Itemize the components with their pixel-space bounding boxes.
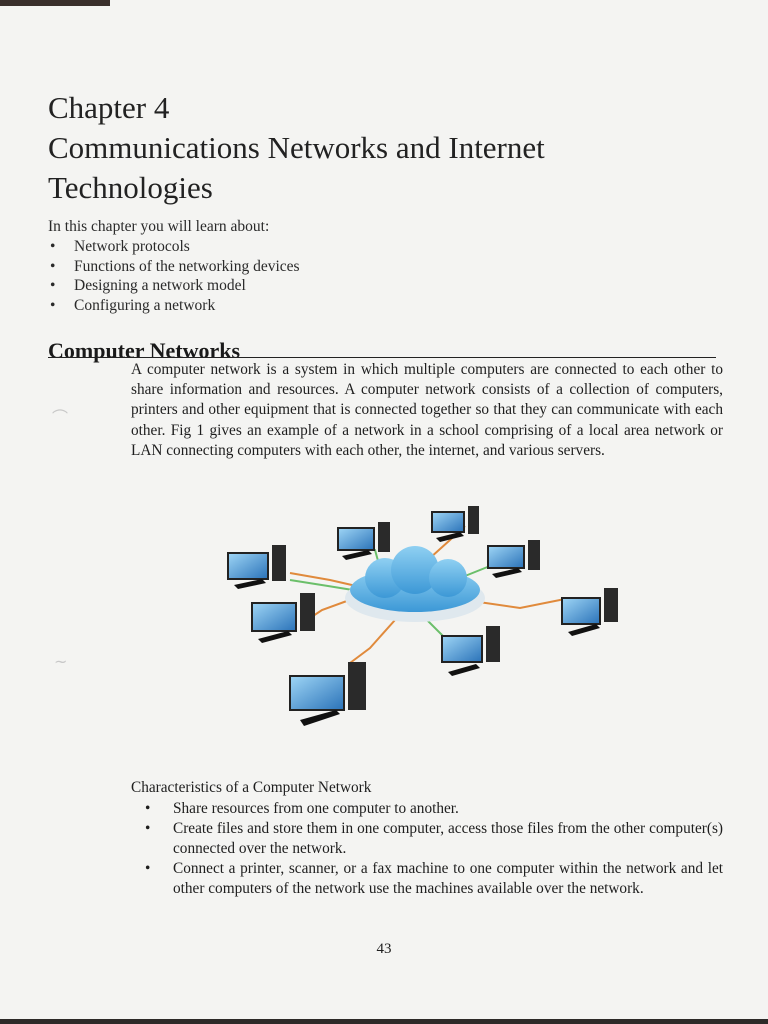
margin-scribble: ~ [54, 652, 68, 671]
network-diagram [227, 506, 618, 726]
computer-icon [337, 522, 390, 560]
list-item: Designing a network model [48, 276, 648, 296]
list-item: Network protocols [48, 237, 648, 257]
section-divider [48, 357, 716, 358]
computer-icon [289, 662, 366, 726]
chapter-intro: In this chapter you will learn about: Ne… [48, 218, 648, 315]
page-edge-shadow [0, 0, 110, 6]
cloud-icon [345, 546, 485, 622]
computer-icon [431, 506, 479, 542]
chapter-title-line: Communications Networks and Internet [48, 130, 545, 165]
section-paragraph: A computer network is a system in which … [131, 361, 723, 459]
chapter-number: Chapter 4 [48, 90, 170, 125]
computer-icon [251, 593, 315, 643]
chapter-title: Chapter 4 Communications Networks and In… [48, 88, 708, 208]
list-item: Create files and store them in one compu… [131, 819, 723, 858]
section-heading: Computer Networks [48, 338, 241, 363]
margin-scribble: ⌒ [52, 408, 69, 427]
page-edge-shadow [0, 1019, 768, 1024]
characteristics: Characteristics of a Computer Network Sh… [131, 778, 723, 900]
list-item: Functions of the networking devices [48, 257, 648, 277]
computer-icon [227, 545, 286, 589]
list-item: Connect a printer, scanner, or a fax mac… [131, 859, 723, 898]
intro-lead: In this chapter you will learn about: [48, 218, 270, 235]
list-item: Configuring a network [48, 296, 648, 316]
computer-icon [561, 588, 618, 636]
chapter-title-line: Technologies [48, 170, 213, 205]
page-number: 43 [376, 941, 392, 957]
list-item: Share resources from one computer to ano… [131, 799, 723, 819]
computer-icon [441, 626, 500, 676]
characteristics-list: Share resources from one computer to ano… [131, 799, 723, 899]
characteristics-heading: Characteristics of a Computer Network [131, 779, 372, 796]
learning-list: Network protocols Functions of the netwo… [48, 237, 648, 315]
computer-icon [487, 540, 540, 578]
